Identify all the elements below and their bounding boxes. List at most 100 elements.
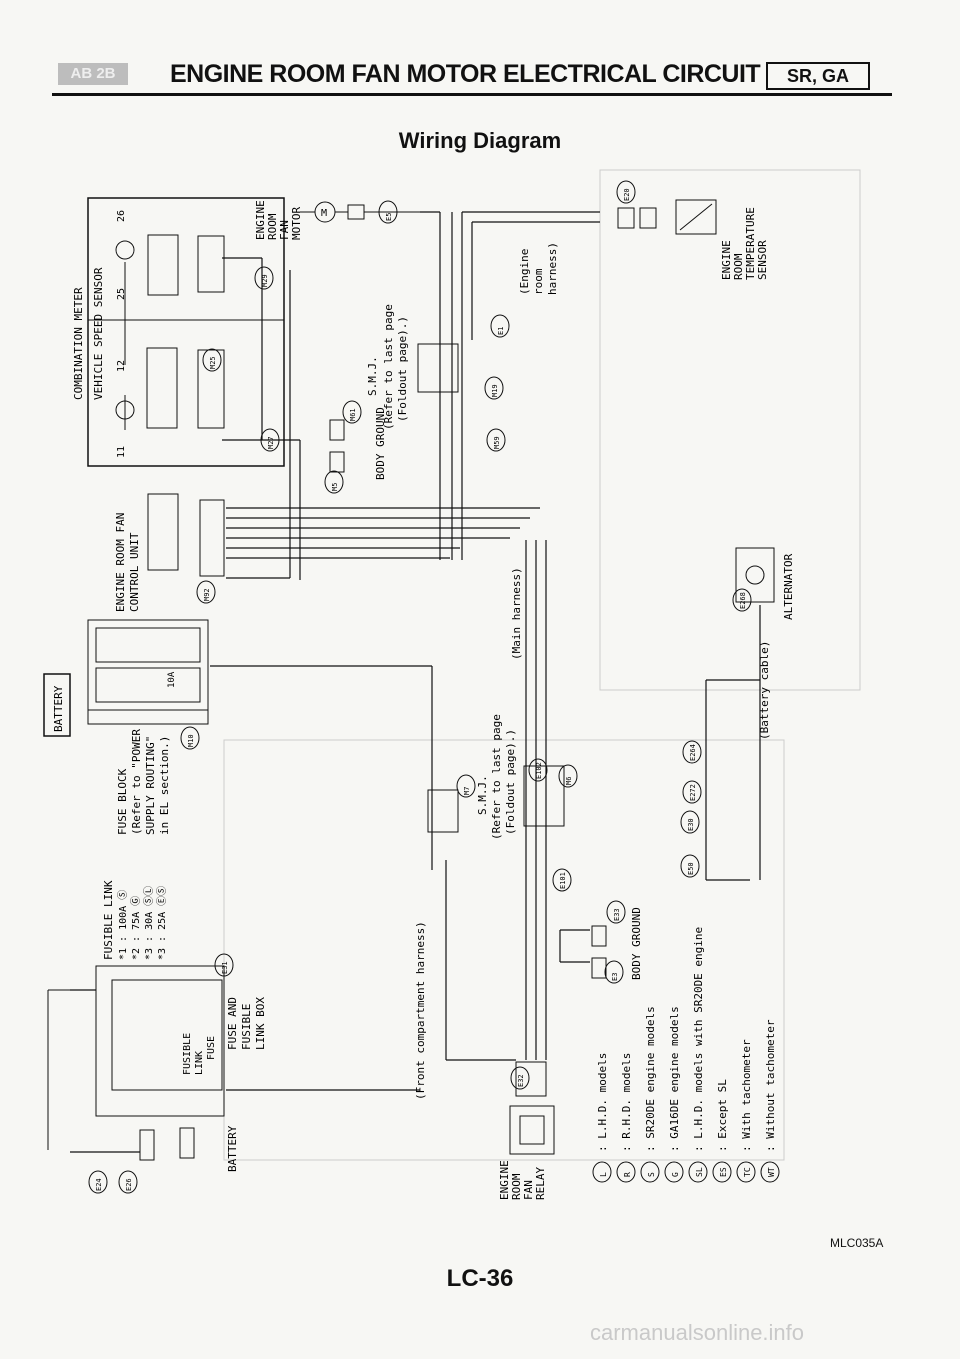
wires	[70, 211, 761, 1153]
connector-e31: E31	[214, 953, 234, 977]
fusible-link-title: FUSIBLE LINK	[102, 880, 115, 960]
svg-text:WT: WT	[767, 1167, 776, 1177]
body-ground-2-label: BODY GROUND	[630, 907, 643, 980]
terminal-11: 11	[116, 446, 127, 458]
connector-m27: M27	[260, 428, 280, 452]
svg-text:: L.H.D. models: : L.H.D. models	[596, 1053, 609, 1152]
connector-e101: E101	[552, 868, 572, 892]
legend-item-l: L : L.H.D. models	[592, 1053, 612, 1183]
svg-text:: GA16DE engine models: : GA16DE engine models	[668, 1006, 681, 1152]
svg-text:E5: E5	[385, 213, 393, 221]
legend-item-g: G : GA16DE engine models	[664, 1006, 684, 1183]
box-label-1: FUSE AND	[226, 997, 239, 1050]
section-tag: AB 2B	[58, 63, 128, 85]
svg-text:E3: E3	[611, 973, 619, 981]
fan-relay-label-2: ROOM	[510, 1173, 523, 1200]
svg-text:E26: E26	[125, 1178, 133, 1191]
harness-front: (Front compartment harness)	[414, 921, 427, 1100]
fusible-link-row: *3 : 30A ⓈⓁ	[143, 886, 155, 960]
vehicle-speed-sensor-label: VEHICLE SPEED SENSOR	[92, 267, 105, 400]
alternator-symbol	[735, 547, 775, 603]
fuse-block-label-4: in EL section.)	[158, 736, 171, 835]
connector-e50: E50	[680, 854, 700, 878]
connector-m92: M92	[196, 580, 216, 604]
fuse-block-label-3: SUPPLY ROUTING"	[144, 736, 157, 835]
legend-item-wt: WT: Without tachometer	[760, 1019, 780, 1183]
svg-text:: R.H.D. models: : R.H.D. models	[620, 1053, 633, 1152]
connector-m19: M19	[484, 376, 504, 400]
temperature-sensor-symbol	[617, 199, 717, 235]
smj2-label-3: (Foldout page).)	[504, 729, 517, 835]
combination-meter-label: COMBINATION METER	[72, 287, 85, 400]
temp-sensor-label-2: ROOM	[732, 253, 745, 280]
terminal-26: 26	[116, 210, 127, 222]
svg-text:E24: E24	[95, 1178, 103, 1191]
fan-control-unit-label-1: ENGINE ROOM FAN	[114, 513, 127, 612]
connector-e5: E5	[378, 200, 398, 224]
svg-text:SL: SL	[695, 1167, 704, 1177]
svg-text:M59: M59	[493, 436, 501, 449]
fan-motor-label-2: ROOM	[266, 213, 279, 240]
connector-m6: M6	[558, 764, 578, 788]
fan-motor-symbol	[300, 201, 420, 223]
svg-text:M27: M27	[267, 436, 275, 449]
svg-text:G: G	[671, 1172, 680, 1177]
legend-item-s: S: SR20DE engine models	[640, 1006, 660, 1183]
connector-e24: E24	[88, 1170, 108, 1194]
fusible-link-row: *2 : 75A Ⓖ	[130, 896, 142, 960]
fan-control-unit-label-2: CONTROL UNIT	[128, 532, 141, 612]
temp-sensor-label-3: TEMPERATURE	[744, 207, 757, 280]
fusible-label: FUSIBLE	[182, 1033, 193, 1075]
connector-e3: E3	[604, 960, 624, 984]
fan-relay-symbol	[509, 1061, 555, 1155]
svg-text:: SR20DE engine models: : SR20DE engine models	[644, 1006, 657, 1152]
svg-text:M19: M19	[491, 384, 499, 397]
terminal-12: 12	[116, 360, 127, 372]
fan-motor-label-1: ENGINE	[254, 200, 267, 240]
fusible-link-row: *3 : 25A ⒺⓈ	[156, 886, 168, 960]
svg-text:E30: E30	[687, 818, 695, 831]
svg-text:E102: E102	[535, 762, 543, 779]
connector-m59: M59	[486, 428, 506, 452]
svg-text:ES: ES	[719, 1167, 728, 1177]
legend-item-r: R: R.H.D. models	[616, 1053, 636, 1183]
svg-text:M25: M25	[209, 356, 217, 369]
fan-motor-label-4: MOTOR	[290, 207, 303, 240]
svg-text:E101: E101	[559, 872, 567, 889]
box-label-2: FUSIBLE	[240, 1004, 253, 1050]
fan-relay-label-4: RELAY	[534, 1167, 547, 1200]
fuse-10a: 10A	[167, 671, 177, 688]
connector-m10: M10	[180, 726, 200, 750]
watermark: carmanualsonline.info	[590, 1320, 805, 1345]
fan-relay-label-3: FAN	[522, 1180, 535, 1200]
connector-m61: M61	[342, 400, 362, 424]
svg-text:M61: M61	[349, 408, 357, 421]
svg-text:E20: E20	[623, 188, 631, 201]
fuse-and-fusible-link-box	[47, 965, 225, 1161]
page-title: ENGINE ROOM FAN MOTOR ELECTRICAL CIRCUIT	[170, 60, 761, 88]
legend-item-tc: TC: With tachometer	[736, 1039, 756, 1183]
fuse-block-label-1: FUSE BLOCK	[116, 768, 129, 835]
battery-label: BATTERY	[52, 685, 65, 732]
svg-text:E32: E32	[517, 1074, 525, 1087]
connector-e268: E268	[732, 588, 752, 612]
connector-e102: E102	[528, 758, 548, 782]
motor-m-glyph: M	[321, 208, 327, 219]
svg-text:L: L	[599, 1172, 608, 1177]
fuse-block	[87, 619, 209, 725]
fan-relay-label-1: ENGINE	[498, 1160, 511, 1200]
connector-e20: E20	[616, 180, 636, 204]
harness-main: (Main harness)	[510, 567, 523, 660]
connector-e264: E264	[682, 740, 702, 764]
connector-m7: M7	[456, 774, 476, 798]
svg-text:M5: M5	[331, 483, 339, 491]
figure-code: MLC035A	[830, 1236, 884, 1250]
connector-e32: E32	[510, 1066, 530, 1090]
box-label-3: LINK BOX	[254, 997, 267, 1050]
connector-e30: E30	[680, 810, 700, 834]
smj2-label-2: (Refer to last page	[490, 714, 503, 840]
harness-engine-room-1: (Engine	[518, 249, 531, 295]
svg-text:E33: E33	[613, 908, 621, 921]
fusible-link-row: *1 : 100A Ⓢ	[117, 890, 129, 960]
